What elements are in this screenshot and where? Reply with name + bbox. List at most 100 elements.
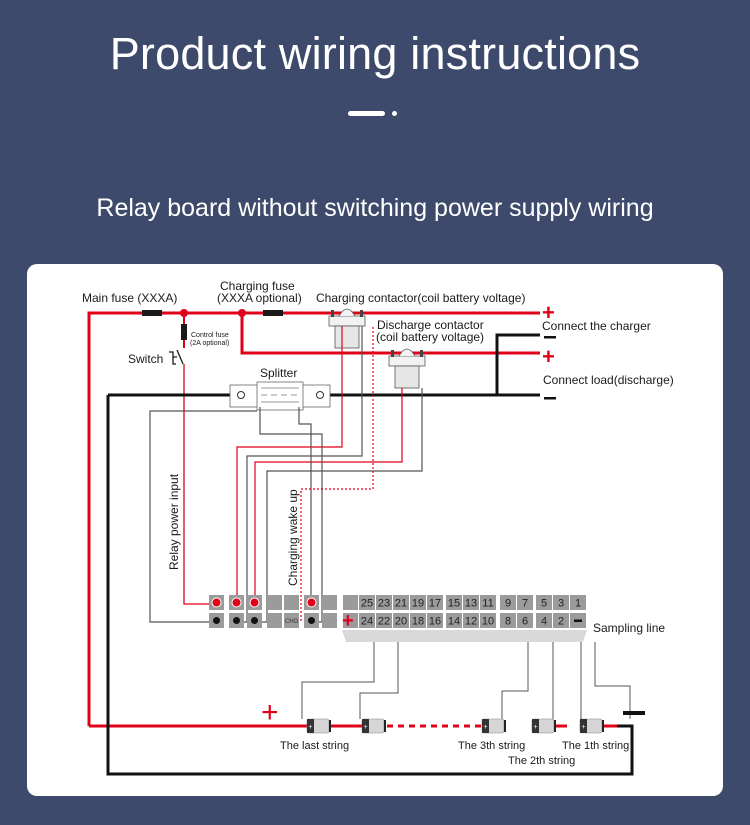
sampling-terminal [393, 613, 409, 628]
sampling-terminal [500, 595, 516, 610]
battery-cell-icon: + [579, 718, 604, 734]
sampling-wires [301, 642, 631, 719]
sampling-terminal-number: 12 [465, 616, 477, 628]
main-fuse [142, 310, 162, 316]
sampling-terminal [500, 613, 516, 628]
sampling-terminal-number: 24 [361, 616, 373, 628]
sampling-terminal-number: 1 [575, 598, 581, 610]
sampling-line-label: Sampling line [593, 621, 665, 635]
relay-terminal-top [267, 595, 282, 610]
charging-fuse [263, 310, 283, 316]
sampling-terminal [446, 595, 462, 610]
switch-label: Switch [128, 352, 163, 366]
discharge-contactor [388, 348, 426, 389]
sampling-terminal-number: 2 [558, 616, 564, 628]
sampling-terminal-number: 10 [482, 616, 494, 628]
sampling-terminal [393, 595, 409, 610]
main-positive-wire [87, 311, 524, 726]
connect-load-label: Connect load(discharge) [543, 373, 674, 387]
last-string-label: The last string [280, 740, 349, 752]
sampling-terminal-number: 19 [412, 598, 424, 610]
charger-minus-sign [544, 336, 556, 339]
relay-power-wire [183, 364, 215, 605]
sampling-terminal-number: 18 [412, 616, 424, 628]
relay-terminal-negative-dot [251, 617, 258, 624]
battery-cell-icon: + [361, 718, 386, 734]
sampling-terminal [480, 595, 496, 610]
sampling-terminal-number: 23 [378, 598, 390, 610]
sampling-terminal-number: 21 [395, 598, 407, 610]
sampling-terminal [517, 613, 533, 628]
charging-wake-up-label: Charging wake up [286, 489, 300, 586]
sampling-plus-sign: + [342, 610, 354, 632]
charger-negative-wire [495, 333, 540, 395]
sampling-terminal-number: 7 [522, 598, 528, 610]
load-plus-sign: + [542, 344, 555, 369]
svg-text:+: + [309, 724, 313, 731]
sampling-terminal [427, 613, 443, 628]
sampling-terminal [376, 613, 392, 628]
relay-terminal-negative-dot [233, 617, 240, 624]
splitter [229, 381, 331, 411]
sampling-minus-sign [574, 619, 582, 622]
sampling-terminal-number: 8 [505, 616, 511, 628]
relay-terminal-positive-dot [306, 597, 317, 608]
control-fuse [181, 324, 187, 340]
relay-terminal-top [322, 595, 337, 610]
sampling-terminal-plus [343, 613, 358, 628]
sampling-terminal [463, 595, 479, 610]
page-title: Product wiring instructions [109, 28, 641, 79]
battery-plus-sign: + [261, 696, 279, 729]
sampling-terminal-number: 5 [541, 598, 547, 610]
sampling-terminal-number: 16 [429, 616, 441, 628]
battery-cell-icon: + [306, 718, 331, 734]
control-fuse-label-2: (2A optional) [190, 340, 229, 347]
title-divider [348, 111, 385, 116]
battery-cell-icon: + [481, 718, 506, 734]
charging-contactor [328, 308, 366, 349]
main-negative-wire [106, 395, 634, 776]
sampling-connector [342, 630, 587, 642]
junction-dot [238, 309, 246, 317]
sampling-terminal-number: 14 [448, 616, 460, 628]
relay-terminal-positive-dot [211, 597, 222, 608]
second-string-label: The 2th string [508, 755, 575, 767]
sampling-terminal-number: 15 [448, 598, 460, 610]
sampling-terminal [376, 595, 392, 610]
sampling-terminal [359, 613, 375, 628]
discharge-contactor-label-1: Discharge contactor [377, 318, 484, 332]
sampling-terminal [463, 613, 479, 628]
battery-strings: + + + + + [306, 718, 604, 734]
svg-text:+: + [534, 724, 538, 731]
relay-terminal-negative-dot [213, 617, 220, 624]
charging-fuse-label-2: (XXXA optional) [217, 291, 302, 305]
sampling-terminal [536, 613, 552, 628]
first-string-label: The 1th string [562, 740, 629, 752]
sampling-terminal-number: 13 [465, 598, 477, 610]
discharge-contactor-label-2: (coil battery voltage) [376, 330, 484, 344]
svg-text:+: + [582, 724, 586, 731]
sampling-terminal-number: 3 [558, 598, 564, 610]
sampling-terminal-number: 11 [482, 598, 493, 610]
sampling-terminal [480, 613, 496, 628]
sampling-terminal [553, 613, 569, 628]
sampling-terminal-number: 6 [522, 616, 528, 628]
sampling-terminal [553, 595, 569, 610]
battery-cell-icon: + [531, 718, 556, 734]
relay-terminal-top [284, 595, 299, 610]
sampling-terminal [570, 595, 586, 610]
charging-contactor-label: Charging contactor(coil battery voltage) [316, 291, 525, 305]
relay-power-input-label: Relay power input [167, 473, 181, 570]
connect-charger-label: Connect the charger [542, 319, 651, 333]
sampling-terminal-number: 22 [378, 616, 390, 628]
splitter-label: Splitter [260, 366, 297, 380]
page-subtitle: Relay board without switching power supp… [96, 194, 654, 222]
chg-terminal-label: CHG [285, 619, 299, 625]
battery-minus-sign [623, 711, 645, 715]
discharge-positive-wire [240, 313, 540, 355]
relay-terminal-negative-dot [308, 617, 315, 624]
sampling-terminal [517, 595, 533, 610]
